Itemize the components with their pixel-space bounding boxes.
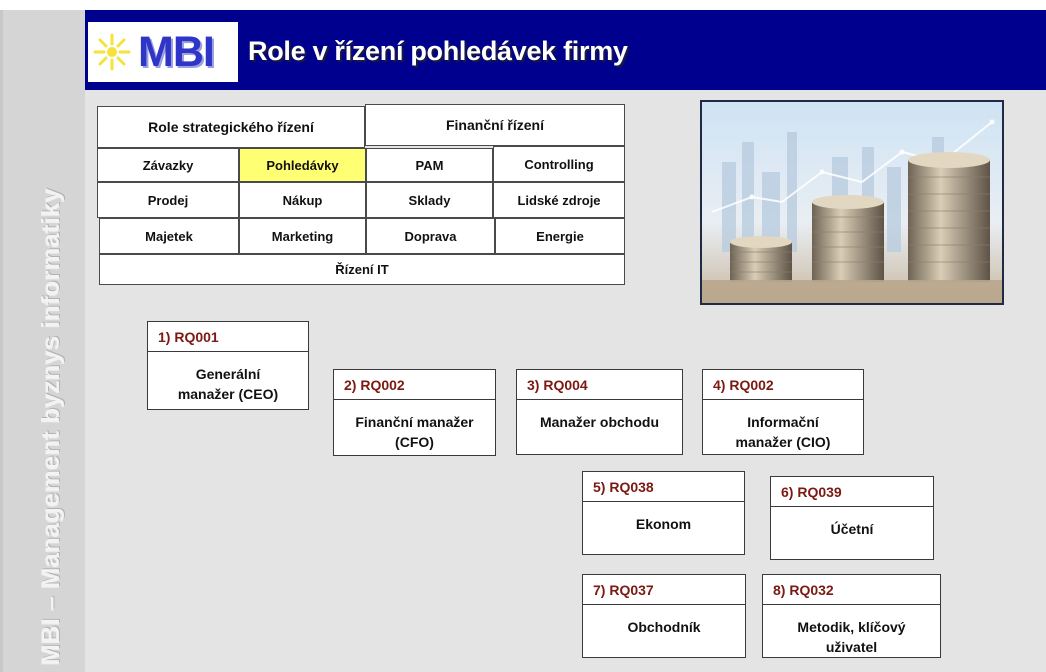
role-card-cio: 4) RQ002 Informační manažer (CIO) bbox=[702, 369, 864, 455]
role-card-cfo: 2) RQ002 Finanční manažer (CFO) bbox=[333, 369, 496, 456]
role-card-ceo: 1) RQ001 Generální manažer (CEO) bbox=[147, 321, 309, 410]
grid-cell-pohledavky: Pohledávky bbox=[239, 148, 366, 182]
logo-text: MBI bbox=[138, 27, 215, 76]
role-card-accountant: 6) RQ039 Účetní bbox=[770, 476, 934, 560]
role-card-key-user: 8) RQ032 Metodik, klíčový uživatel bbox=[762, 574, 941, 658]
role-code: 8) RQ032 bbox=[763, 575, 940, 605]
role-code: 5) RQ038 bbox=[583, 472, 744, 502]
sidebar-text: MBI – Management byznys informatiky bbox=[37, 187, 65, 665]
role-code: 2) RQ002 bbox=[334, 370, 495, 400]
role-name: Obchodník bbox=[627, 619, 701, 635]
grid-cell-controlling: Controlling bbox=[493, 146, 625, 182]
role-name: Informační manažer (CIO) bbox=[735, 414, 831, 450]
grid-cell-energie: Energie bbox=[495, 218, 625, 254]
header-bar bbox=[85, 10, 1046, 90]
role-card-salesperson: 7) RQ037 Obchodník bbox=[582, 574, 746, 658]
coins-image-icon bbox=[702, 102, 1002, 303]
role-name: Ekonom bbox=[635, 516, 692, 532]
role-name: Finanční manažer (CFO) bbox=[355, 414, 474, 450]
top-strip bbox=[0, 0, 1046, 10]
sun-icon bbox=[93, 33, 131, 71]
role-name: Metodik, klíčový uživatel bbox=[797, 619, 906, 655]
page-title: Role v řízení pohledávek firmy bbox=[248, 36, 628, 66]
grid-cell-lidske-zdroje: Lidské zdroje bbox=[493, 182, 625, 218]
role-card-economist: 5) RQ038 Ekonom bbox=[582, 471, 745, 555]
role-name: Účetní bbox=[830, 521, 874, 537]
sidebar bbox=[3, 10, 85, 672]
grid-strategic-header: Role strategického řízení bbox=[97, 106, 365, 148]
logo: MBI bbox=[88, 22, 238, 82]
grid-financial-header: Finanční řízení bbox=[365, 104, 625, 146]
role-card-sales-manager: 3) RQ004 Manažer obchodu bbox=[516, 369, 683, 455]
role-name: Generální manažer (CEO) bbox=[177, 366, 279, 402]
role-code: 7) RQ037 bbox=[583, 575, 745, 605]
grid-cell-pam: PAM bbox=[366, 148, 493, 182]
role-code: 3) RQ004 bbox=[517, 370, 682, 400]
grid-cell-prodej: Prodej bbox=[97, 182, 239, 218]
grid-cell-zavazky: Závazky bbox=[97, 148, 239, 182]
grid-cell-sklady: Sklady bbox=[366, 182, 493, 218]
grid-cell-rizeni-it: Řízení IT bbox=[99, 254, 625, 285]
grid-cell-doprava: Doprava bbox=[366, 218, 495, 254]
grid-cell-marketing: Marketing bbox=[239, 218, 366, 254]
grid-cell-nakup: Nákup bbox=[239, 182, 366, 218]
coins-photo bbox=[700, 100, 1004, 305]
role-code: 1) RQ001 bbox=[148, 322, 308, 352]
grid-cell-majetek: Majetek bbox=[99, 218, 239, 254]
role-code: 6) RQ039 bbox=[771, 477, 933, 507]
role-code: 4) RQ002 bbox=[703, 370, 863, 400]
role-name: Manažer obchodu bbox=[539, 414, 659, 430]
